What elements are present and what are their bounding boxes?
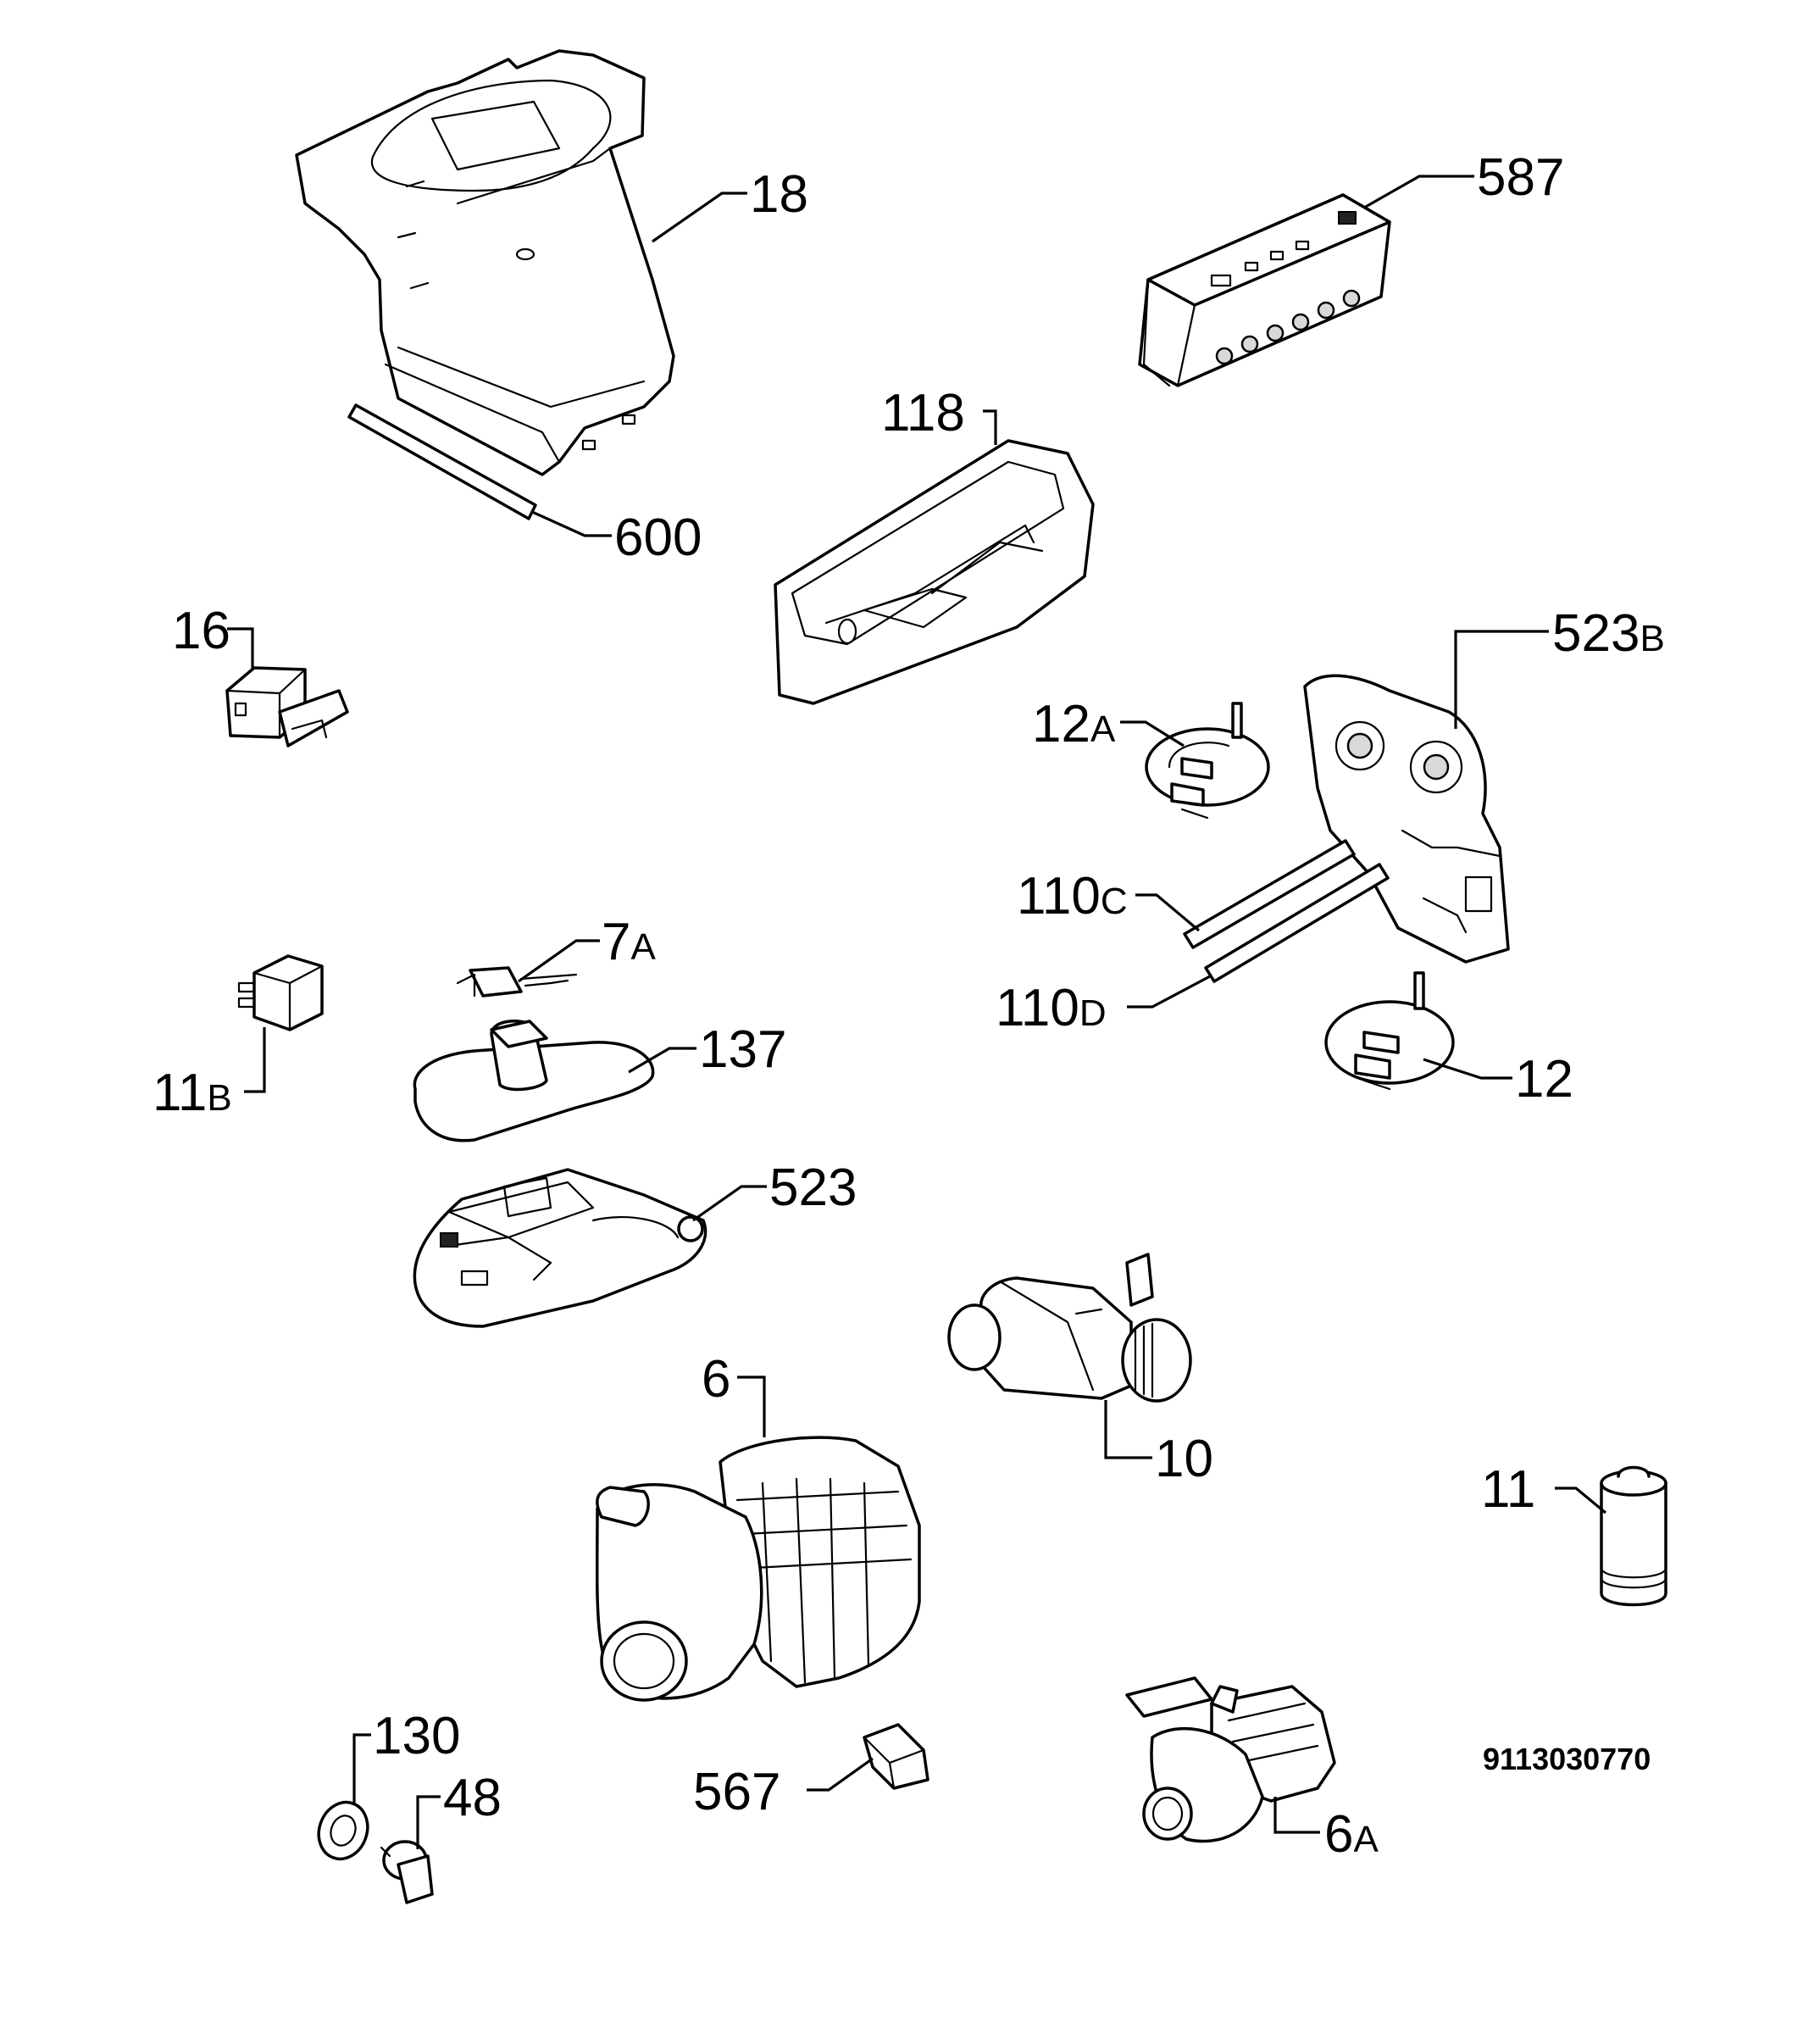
part-600-seal-strip bbox=[347, 403, 537, 520]
part-523-base bbox=[413, 1168, 707, 1328]
diagram-code: 9113030770 bbox=[1483, 1742, 1651, 1776]
part-7a-connector bbox=[456, 966, 578, 998]
label-10: 10 bbox=[1155, 1430, 1213, 1488]
label-523b: 523B bbox=[1552, 604, 1665, 663]
label-48: 48 bbox=[443, 1769, 502, 1827]
label-600: 600 bbox=[614, 508, 702, 567]
part-11b-relay bbox=[237, 954, 324, 1031]
part-48-plug bbox=[380, 1840, 434, 1904]
label-18: 18 bbox=[750, 165, 808, 224]
part-523b-bracket bbox=[1303, 674, 1510, 964]
label-11b: 11B bbox=[153, 1064, 232, 1122]
part-130-seal-ring bbox=[317, 1800, 369, 1861]
part-118-dispenser bbox=[774, 439, 1095, 705]
label-11: 11 bbox=[1481, 1460, 1535, 1519]
label-587: 587 bbox=[1477, 148, 1564, 207]
part-12a-pressure-switch bbox=[1145, 702, 1270, 820]
part-587-control-module bbox=[1138, 193, 1391, 387]
leader-lines bbox=[227, 175, 1607, 1849]
part-567-clip bbox=[863, 1723, 929, 1790]
part-18-duct-cover bbox=[295, 49, 675, 476]
label-7a: 7A bbox=[602, 913, 656, 971]
part-110c-tube bbox=[1183, 839, 1356, 949]
label-130: 130 bbox=[373, 1707, 460, 1765]
part-11-capacitor bbox=[1600, 1465, 1667, 1607]
label-6a: 6A bbox=[1324, 1805, 1379, 1864]
part-12-pressure-switch bbox=[1324, 971, 1455, 1091]
part-6-pump-motor bbox=[595, 1436, 921, 1702]
label-16: 16 bbox=[172, 602, 230, 660]
part-137-cover bbox=[413, 1020, 655, 1142]
part-6a-drain-pump bbox=[1125, 1676, 1336, 1843]
label-12: 12 bbox=[1515, 1050, 1573, 1109]
part-10-heater bbox=[947, 1253, 1192, 1403]
label-12a: 12A bbox=[1032, 695, 1116, 753]
label-110d: 110D bbox=[996, 979, 1107, 1037]
label-110c: 110C bbox=[1017, 867, 1128, 925]
label-6: 6 bbox=[702, 1350, 730, 1409]
label-118: 118 bbox=[881, 384, 965, 442]
label-137: 137 bbox=[699, 1020, 786, 1079]
label-523: 523 bbox=[769, 1159, 857, 1217]
part-110d-tube bbox=[1204, 863, 1390, 983]
part-16-switch bbox=[225, 666, 349, 747]
part-labels: 18 600 587 118 16 523B 12A 110C 110D 12 … bbox=[153, 148, 1665, 1864]
label-567: 567 bbox=[693, 1763, 780, 1821]
